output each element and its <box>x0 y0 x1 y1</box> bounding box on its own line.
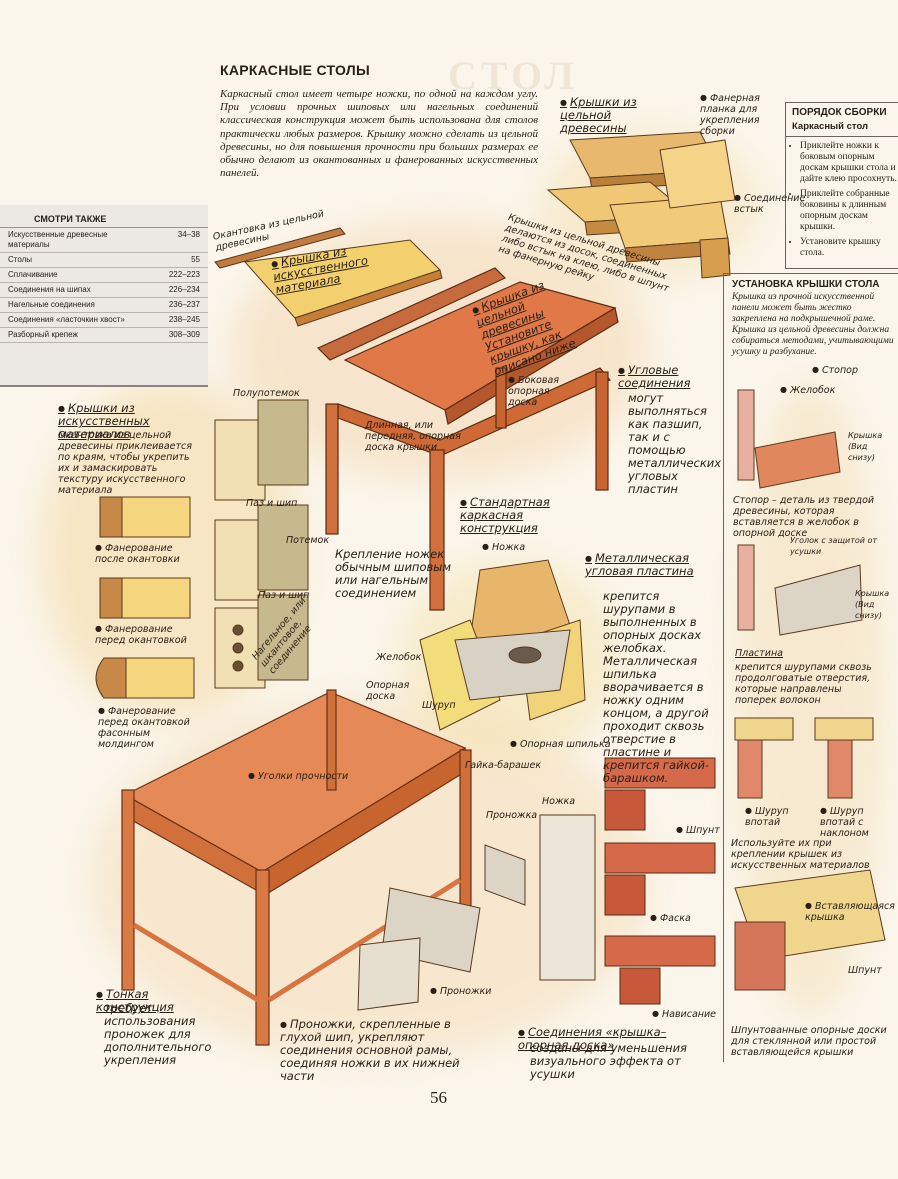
install-text: Крышка из прочной искусственной панели м… <box>732 292 894 357</box>
caption-stopor: Стопор – деталь из твердой древесины, ко… <box>733 495 875 539</box>
label-kryshki-isk: Крышки из искусственных материалов <box>58 402 208 441</box>
label-paz-ship-2: Паз и шип <box>258 590 310 601</box>
label-fanerovanie-pered-fas: Фанерование перед окантовкой фасонным мо… <box>98 705 208 750</box>
assembly-order-heading: ПОРЯДОК СБОРКИ <box>792 107 887 118</box>
label-uglovye-text: могут выполняться как пазшип, так и с по… <box>628 391 722 496</box>
label-stopor: Стопор <box>812 364 858 376</box>
solid-wood-boards <box>546 131 736 279</box>
label-fanerovanie-pered: Фанерование перед окантовкой <box>95 623 195 646</box>
page-number: 56 <box>430 1088 447 1107</box>
label-ugolok: Уголок с защитой от усушки <box>790 536 878 556</box>
label-shpunt-install: Шпунт <box>848 965 882 976</box>
label-shpunt: Шпунт <box>676 824 720 836</box>
label-faska: Фаска <box>650 912 691 924</box>
label-vstavl: Вставляющаяся крышка <box>805 900 895 923</box>
label-shurup-naklon: Шуруп впотай с наклоном <box>820 805 895 839</box>
label-uglovye: Угловые соединения <box>618 364 728 390</box>
label-navisanie: Нависание <box>652 1008 716 1020</box>
label-metal-plastina: Металлическая угловая пластина <box>585 552 705 578</box>
label-kryshka-bottom-view: Крышка (Вид снизу) <box>848 431 883 462</box>
page-title: КАРКАСНЫЕ СТОЛЫ <box>220 62 370 78</box>
label-soedinenie-vstyk: Соединение встык <box>734 192 805 215</box>
label-opornaya-doska: Опорная доска <box>366 680 410 702</box>
label-opornaya-shpilka: Опорная шпилька <box>510 738 611 750</box>
install-heading: УСТАНОВКА КРЫШКИ СТОЛА <box>732 279 880 290</box>
label-nozhka-2: Ножка <box>542 796 576 807</box>
assembly-step: Установите крышку стола. <box>800 237 898 259</box>
edge-veneer-samples <box>95 496 195 699</box>
label-shurup-vpotai: Шуруп впотай <box>745 805 815 828</box>
see-also-heading: СМОТРИ ТАКЖЕ <box>0 205 208 228</box>
label-shurup: Шуруп <box>422 700 456 711</box>
label-potemok: Потемок <box>286 535 330 546</box>
see-also-row[interactable]: Соединения «ласточкин хвост»238–245 <box>0 313 208 328</box>
label-polupotemok: Полупотемок <box>233 388 300 399</box>
label-plastina: Пластина <box>735 648 784 659</box>
label-kryshki-tsel: Крышки из цельной древесины <box>560 96 670 135</box>
label-bokovaya: Боковая опорная доска <box>508 374 578 408</box>
label-metal-text: крепится шурупами в выполненных в опорны… <box>603 589 710 785</box>
label-soedineniya-text: созданы для уменьшения визуального эффек… <box>530 1041 687 1081</box>
caption-shurup: Используйте их при креплении крышек из и… <box>731 838 870 871</box>
intro-paragraph: Каркасный стол имеет четыре ножки, по од… <box>220 88 538 180</box>
see-also-box: СМОТРИ ТАКЖЕ Искусственные древесные мат… <box>0 205 208 387</box>
label-standard: Стандартная каркасная конструкция <box>460 496 590 535</box>
thin-table <box>121 689 472 1046</box>
label-ugolki: Уголки прочности <box>248 770 348 782</box>
label-paz-ship-1: Паз и шип <box>246 498 298 509</box>
ghost-title: СТОЛ <box>448 53 578 98</box>
assembly-step: Приклейте ножки к боковым опорным доскам… <box>800 141 898 185</box>
label-kryshka-bottom-view-2: Крышка (Вид снизу) <box>855 589 890 620</box>
caption-install-bottom: Шпунтованные опорные доски для стеклянно… <box>731 1025 887 1058</box>
stretcher-parts <box>357 814 596 1011</box>
install-section: УСТАНОВКА КРЫШКИ СТОЛА Крышка из прочной… <box>723 273 898 1062</box>
top-rail-joints <box>604 757 716 1005</box>
label-soedineniya: Соединения «крышка–опорная доска» <box>518 1026 698 1052</box>
assembly-steps: Приклейте ножки к боковым опорным доскам… <box>786 141 898 259</box>
label-kryshki-isk-text: Окантовка из цельной древесины приклеива… <box>58 430 192 496</box>
assembly-order-subheading: Каркасный стол <box>786 121 898 137</box>
label-tonkaya: Тонкая конструкция <box>96 988 221 1014</box>
label-nozhka: Ножка <box>482 541 525 553</box>
label-zhelobok: Желобок <box>376 652 422 663</box>
assembly-order-box: ПОРЯДОК СБОРКИ Каркасный стол Приклейте … <box>785 102 898 269</box>
label-pronozhki: Проножки <box>430 985 491 997</box>
assembly-step: Приклейте собранные боковины к длинным о… <box>800 189 898 233</box>
install-drawings <box>734 389 886 991</box>
label-fanernaya-planka: Фанерная планка для укрепления сборки <box>700 92 785 137</box>
label-dlinnaya: Длинная, или передняя, опорная доска кры… <box>365 420 461 453</box>
caption-plastina: крепится шурупами сквозь продолговатые о… <box>735 662 872 706</box>
metal-corner-plate <box>419 559 586 731</box>
label-kreplenie: Крепление ножек обычным шиповым или наге… <box>335 547 452 600</box>
leg-joints <box>214 399 309 689</box>
label-pronozhki-text: Проножки, скрепленные в глухой шип, укре… <box>280 1018 480 1083</box>
label-tonkaya-text: требует использования проножек для допол… <box>104 1001 212 1067</box>
label-zhelobok-install: Желобок <box>780 384 835 396</box>
label-gayka: Гайка-барашек <box>465 760 542 771</box>
label-pronozhka: Проножка <box>486 810 538 821</box>
label-fanerovanie-posle: Фанерование после окантовки <box>95 542 185 565</box>
